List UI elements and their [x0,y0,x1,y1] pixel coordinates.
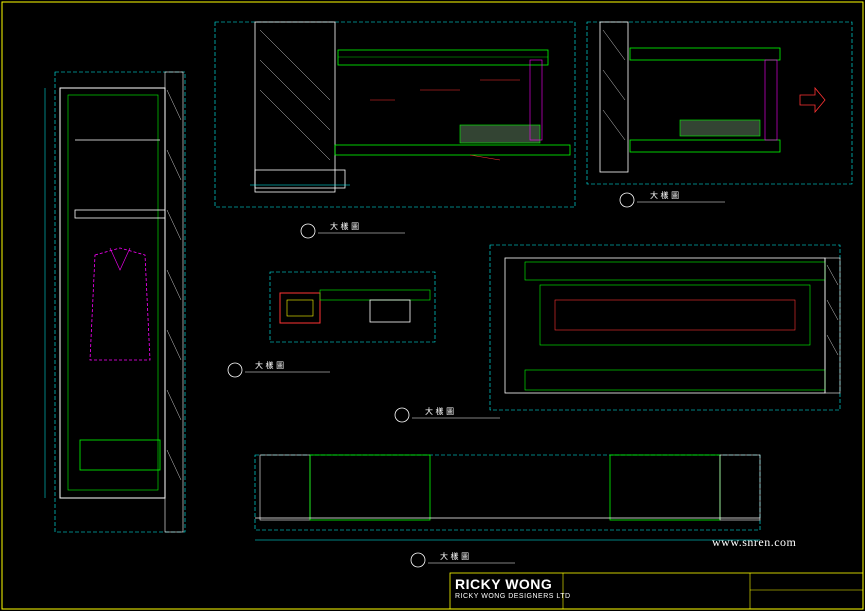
view-title-1: 大 樣 圖 [300,221,405,239]
company-logo-text: RICKY WONG [455,576,553,592]
detail-top-right [586,21,853,185]
view-title-text-5: 大 樣 圖 [440,551,469,561]
company-name-en: RICKY WONG DESIGNERS LTD [455,593,571,600]
view-title-text-2: 大 樣 圖 [650,190,679,200]
view-title-3: 大 樣 圖 [227,360,330,378]
view-title-text-4: 大 樣 圖 [425,406,454,416]
title-block [449,572,864,610]
watermark: www.snren.com [712,535,797,549]
view-title-text-3: 大 樣 圖 [255,360,284,370]
view-title-5: 大 樣 圖 [410,551,515,568]
view-title-4: 大 樣 圖 [394,406,500,423]
detail-center-plan [269,271,436,343]
view-title-2: 大 樣 圖 [619,190,725,208]
detail-top-left [214,21,576,208]
view-title-text-1: 大 樣 圖 [330,221,359,231]
detail-wardrobe [44,71,186,533]
detail-right-plan [489,244,841,411]
detail-bottom-elevation [254,454,761,541]
